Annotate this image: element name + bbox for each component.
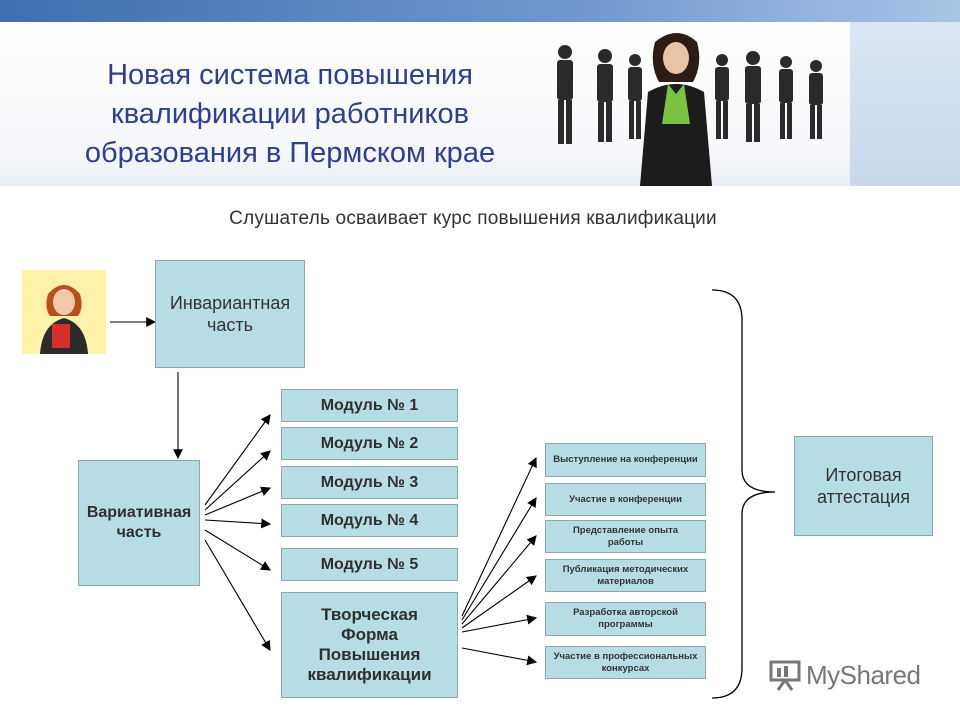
title-line: квалификации работников: [111, 98, 469, 130]
person-figure: [715, 54, 729, 139]
box-label: Форма: [341, 625, 398, 644]
logo-text: MyShared: [806, 660, 921, 690]
box-label: конкурсах: [601, 662, 650, 674]
box-label: Модуль № 5: [320, 555, 419, 573]
page-title: Новая система повышения квалификации раб…: [30, 56, 550, 173]
box-label: Модуль № 2: [320, 434, 419, 452]
box-label: часть: [116, 524, 162, 541]
header-background: [0, 22, 960, 186]
box-label: Вариативная: [86, 504, 192, 521]
top-banner-bar: [0, 0, 960, 22]
invariant-part-box: Инвариантная часть: [155, 260, 305, 368]
creative-form-box: Творческая Форма Повышения квалификации: [281, 592, 458, 698]
box-label: Модуль № 3: [320, 473, 419, 491]
box-label: Публикация методических: [562, 563, 689, 575]
box-label: Повышения: [318, 645, 421, 664]
activity-box-conference-talk: Выступление на конференции: [545, 443, 706, 477]
woman-figure: [640, 33, 712, 186]
activity-box-contests: Участие в профессиональных конкурсах: [545, 646, 706, 679]
activity-box-experience: Представление опыта работы: [545, 520, 706, 553]
box-label: Модуль № 4: [320, 511, 419, 529]
variative-part-box: Вариативная часть: [78, 460, 200, 586]
box-label: Участие в профессиональных: [553, 650, 698, 662]
myshared-logo: MyShared: [768, 656, 948, 696]
grouping-brace: [711, 289, 776, 699]
box-label: Участие в конференции: [569, 493, 682, 505]
person-figure: [809, 60, 823, 139]
final-attestation-box: Итоговая аттестация: [794, 436, 933, 536]
module-1-box: Модуль № 1: [281, 389, 458, 422]
box-label: Итоговая: [825, 465, 902, 485]
person-figure: [557, 45, 573, 144]
presentation-board-icon: [769, 660, 801, 691]
module-4-box: Модуль № 4: [281, 504, 458, 537]
business-people-image: [557, 33, 823, 186]
box-label: работы: [607, 536, 644, 548]
box-label: материалов: [597, 575, 654, 587]
person-figure: [779, 56, 793, 139]
box-label: аттестация: [816, 487, 911, 507]
title-line: Новая система повышения: [107, 59, 473, 91]
person-figure: [597, 49, 613, 142]
activity-box-publication: Публикация методических материалов: [545, 559, 706, 592]
title-line: образования в Пермском крае: [84, 137, 496, 169]
person-figure: [628, 54, 642, 139]
module-5-box: Модуль № 5: [281, 548, 458, 581]
box-label: часть: [206, 315, 253, 335]
activity-box-program: Разработка авторской программы: [545, 602, 706, 636]
activity-box-conference-participation: Участие в конференции: [545, 483, 706, 516]
box-label: квалификации: [307, 665, 432, 684]
module-2-box: Модуль № 2: [281, 427, 458, 460]
box-label: программы: [598, 619, 653, 630]
box-label: Представление опыта: [572, 524, 679, 536]
student-avatar-icon: [22, 270, 106, 354]
person-figure: [745, 51, 761, 142]
box-label: Выступление на конференции: [553, 454, 698, 465]
box-label: Разработка авторской: [573, 607, 678, 618]
diagram-subtitle: Слушатель осваивает курс повышения квали…: [229, 208, 717, 229]
box-label: Модуль № 1: [320, 396, 419, 414]
header-side-panel: [850, 22, 960, 186]
box-label: Инвариантная: [169, 293, 291, 313]
box-label: Творческая: [321, 605, 418, 624]
module-3-box: Модуль № 3: [281, 466, 458, 499]
